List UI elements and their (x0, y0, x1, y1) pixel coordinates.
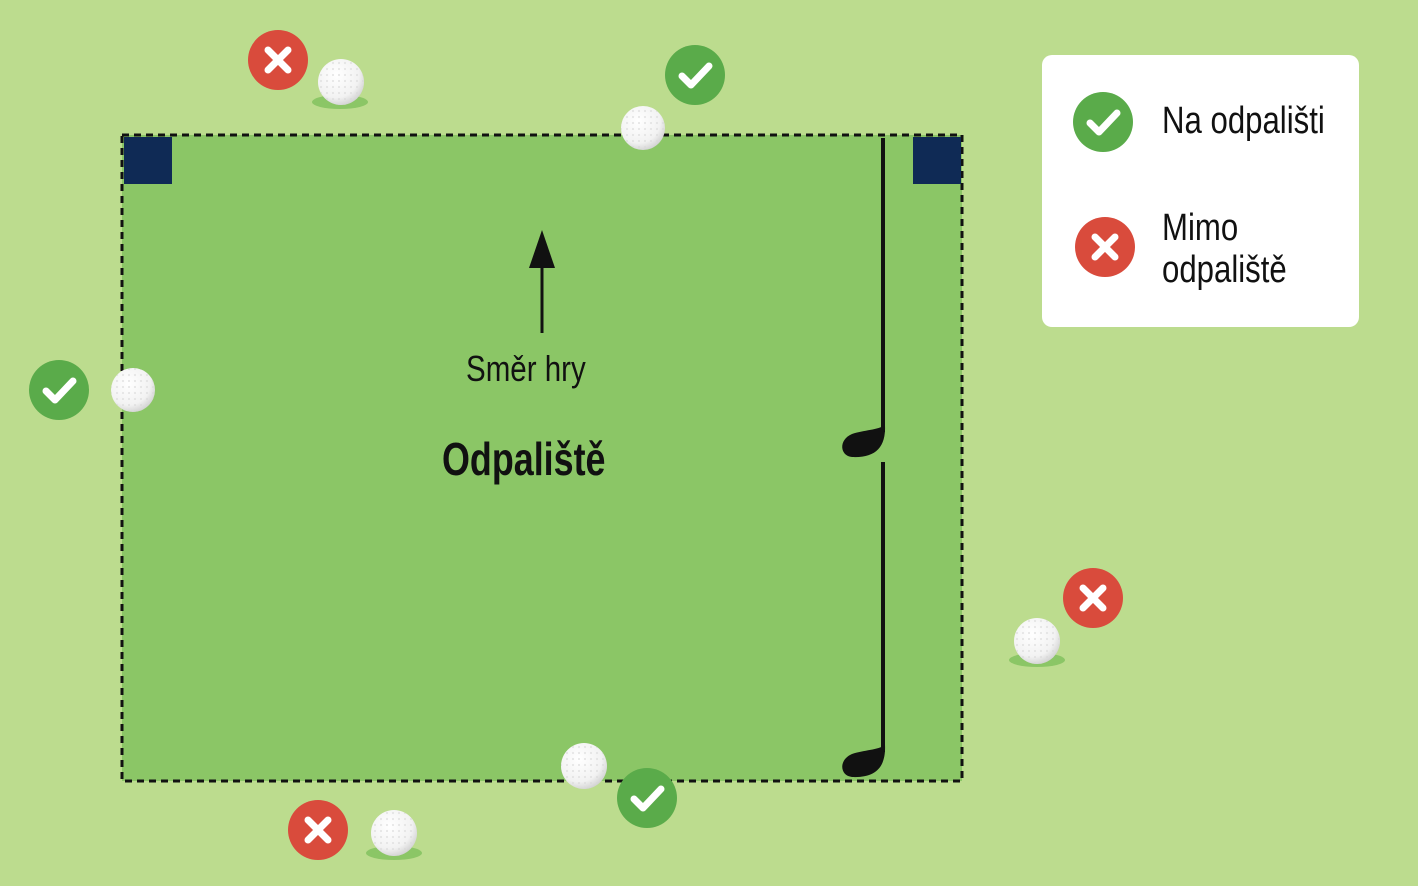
golf-ball-in-top (621, 106, 665, 150)
tee-boundary (120, 133, 964, 783)
legend-in-label: Na odpališti (1162, 100, 1325, 142)
tee-marker-right (913, 137, 961, 184)
cross-icon (248, 30, 308, 90)
golf-ball-in-left (111, 368, 155, 412)
golf-ball-out-bottom (371, 810, 417, 856)
check-icon (617, 768, 677, 828)
legend-icons (1073, 92, 1135, 277)
legend: Na odpališti Mimo odpaliště (1042, 55, 1359, 327)
tee-area-label: Odpaliště (442, 433, 606, 485)
tee-marker-left (124, 137, 172, 184)
direction-arrow (529, 230, 555, 333)
check-icon (665, 45, 725, 105)
cross-icon (1063, 568, 1123, 628)
golf-ball-out-top-left (318, 59, 364, 105)
cross-icon (1075, 217, 1135, 277)
check-icon (1073, 92, 1133, 152)
direction-label: Směr hry (466, 348, 586, 389)
golf-ball-in-bottom (561, 743, 607, 789)
cross-icon (288, 800, 348, 860)
club-upper (842, 138, 886, 458)
check-icon (29, 360, 89, 420)
legend-out-label: Mimo odpaliště (1162, 207, 1287, 291)
club-lower (842, 462, 886, 778)
golf-ball-out-right (1014, 618, 1060, 664)
